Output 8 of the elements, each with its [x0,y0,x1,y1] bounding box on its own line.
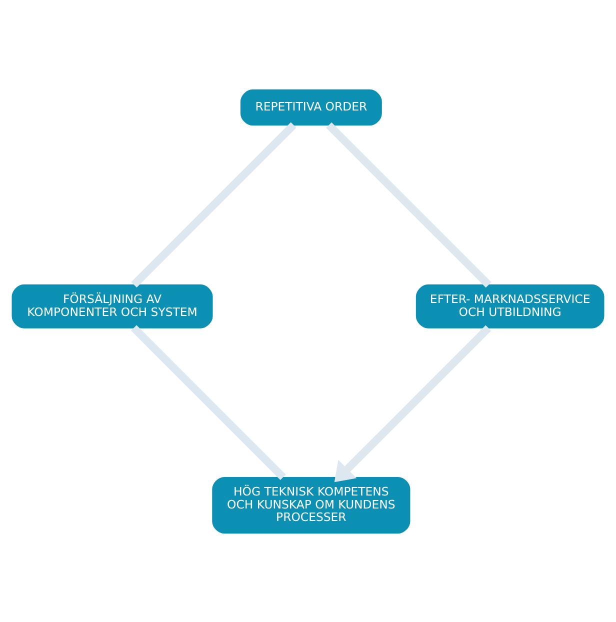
connector [131,122,296,287]
node-box: FÖRSÄLJNING AV KOMPONENTER OCH SYSTEM [12,284,213,328]
node-box: HÖG TEKNISK KOMPETENS OCH KUNSKAP OM KUNDENS PROCESSER [212,476,410,534]
node-box: EFTER- MARKNADSSERVICE OCH UTBILDNING [416,284,604,328]
node-box: REPETITIVA ORDER [240,88,382,126]
arrow [334,324,492,482]
connector [131,324,286,480]
connector [326,122,492,288]
